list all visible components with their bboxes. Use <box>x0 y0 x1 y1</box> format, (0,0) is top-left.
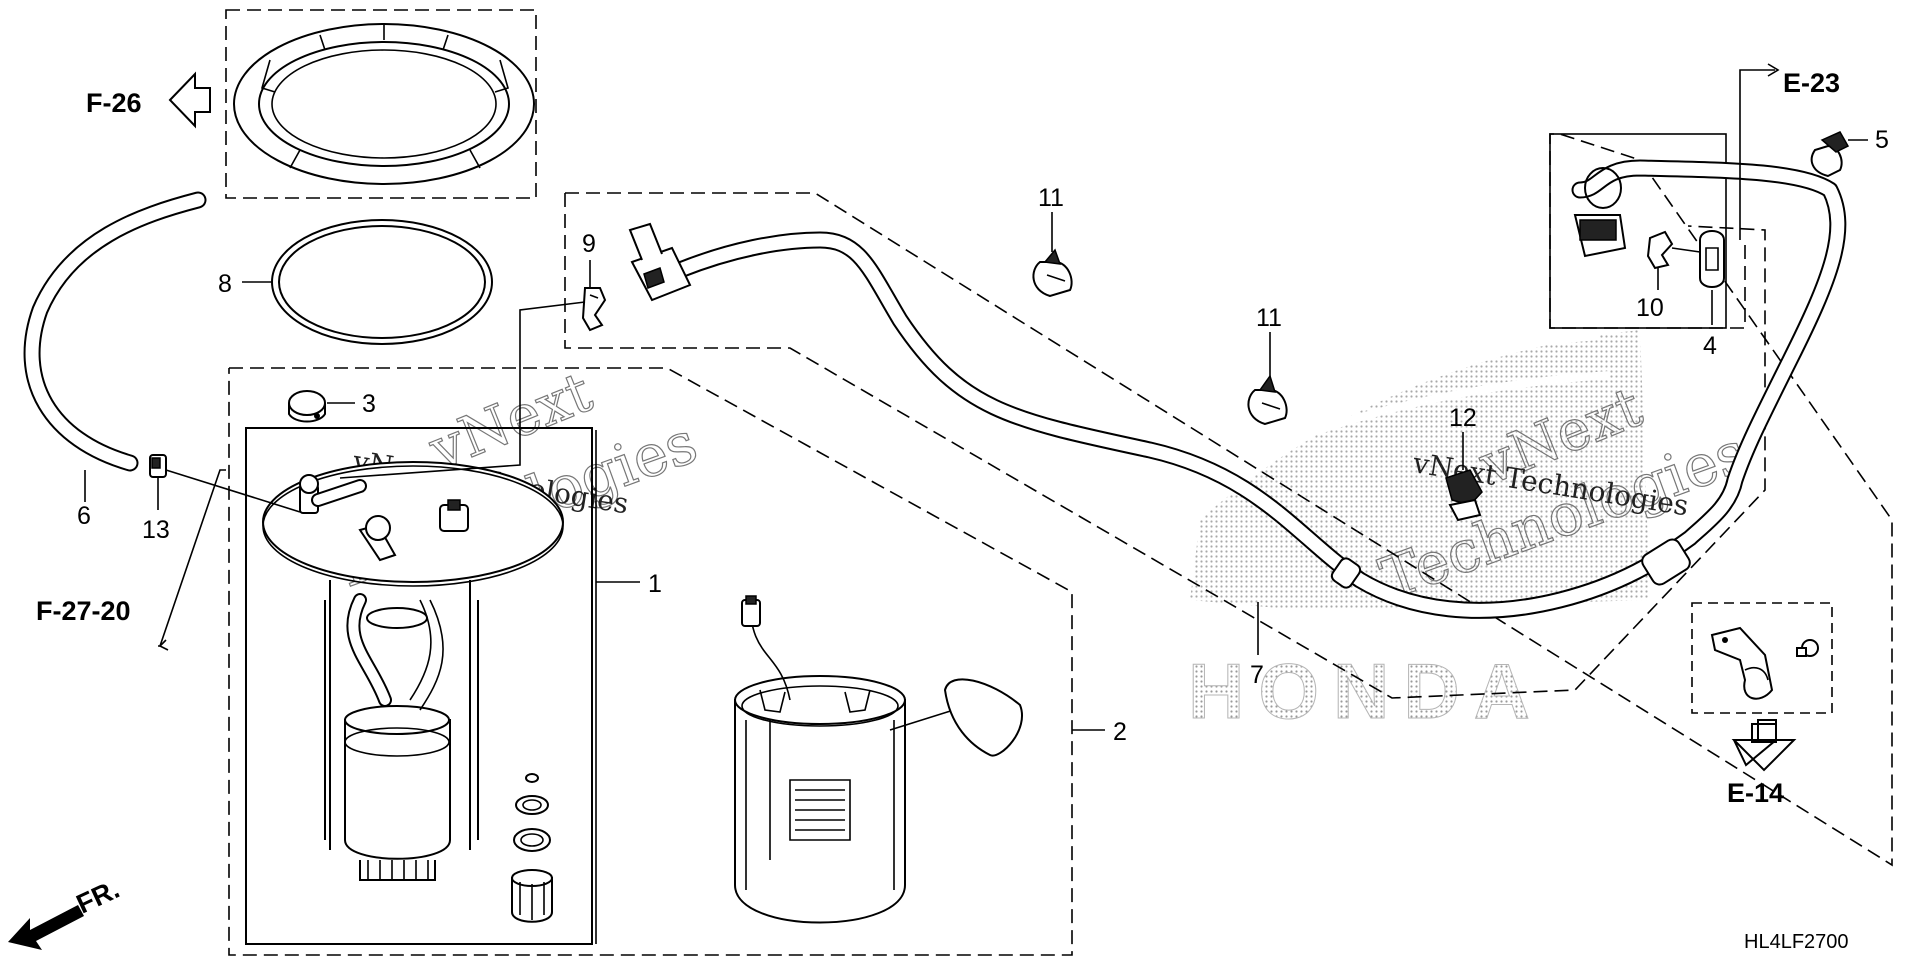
callout-11b[interactable]: 11 <box>1256 304 1282 332</box>
f26-arrow-icon <box>168 71 211 129</box>
callout-12[interactable]: 12 <box>1449 404 1477 432</box>
clip-part-10 <box>1646 230 1674 270</box>
fuel-reservoir-part <box>734 595 1023 924</box>
e14-arrow-icon <box>1731 719 1797 772</box>
lock-ring-part <box>233 23 535 185</box>
clamp-part-5 <box>1810 131 1850 178</box>
callout-9[interactable]: 9 <box>582 230 596 258</box>
ref-label-f2720[interactable]: F-27-20 <box>36 596 131 626</box>
o-ring-part <box>271 219 493 345</box>
clip-part-9 <box>581 287 607 332</box>
fuel-pump-module-part <box>245 427 593 945</box>
callout-4[interactable]: 4 <box>1703 332 1717 360</box>
connector-dashed-box <box>1549 133 1727 329</box>
cap-part-3 <box>288 390 326 423</box>
callout-1[interactable]: 1 <box>648 570 662 598</box>
assembly-dashed-box <box>228 367 1073 956</box>
ref-label-e14[interactable]: E-14 <box>1727 778 1784 808</box>
dotted-logo-text: HONDA <box>1188 647 1544 735</box>
clamp-part-11a <box>1032 248 1073 298</box>
callout-6[interactable]: 6 <box>77 502 91 530</box>
ref-label-e23[interactable]: E-23 <box>1783 68 1840 98</box>
callout-5[interactable]: 5 <box>1875 126 1889 154</box>
callout-10[interactable]: 10 <box>1636 294 1664 322</box>
diagram-code: HL4LF2700 <box>1744 931 1849 953</box>
clip-part-12 <box>1445 469 1483 522</box>
leader-lines <box>84 63 1868 944</box>
callout-7[interactable]: 7 <box>1250 661 1264 689</box>
ref-label-f26[interactable]: F-26 <box>86 88 142 118</box>
callout-13[interactable]: 13 <box>142 516 170 544</box>
bracket-part <box>1710 626 1819 700</box>
callout-8[interactable]: 8 <box>218 270 232 298</box>
retainer-part-4 <box>1699 230 1725 288</box>
gasket-ring-dashed-box <box>225 9 537 199</box>
vent-hose-part <box>23 191 207 472</box>
clamp-part-11b <box>1247 374 1288 426</box>
callout-3[interactable]: 3 <box>362 390 376 418</box>
feed-hose-part-7 <box>628 159 1847 619</box>
clip-part-13 <box>149 454 167 478</box>
callout-2[interactable]: 2 <box>1113 718 1127 746</box>
front-arrow-icon <box>8 905 84 950</box>
bracket-dashed-box <box>1691 602 1833 714</box>
callout-11a[interactable]: 11 <box>1038 184 1064 212</box>
